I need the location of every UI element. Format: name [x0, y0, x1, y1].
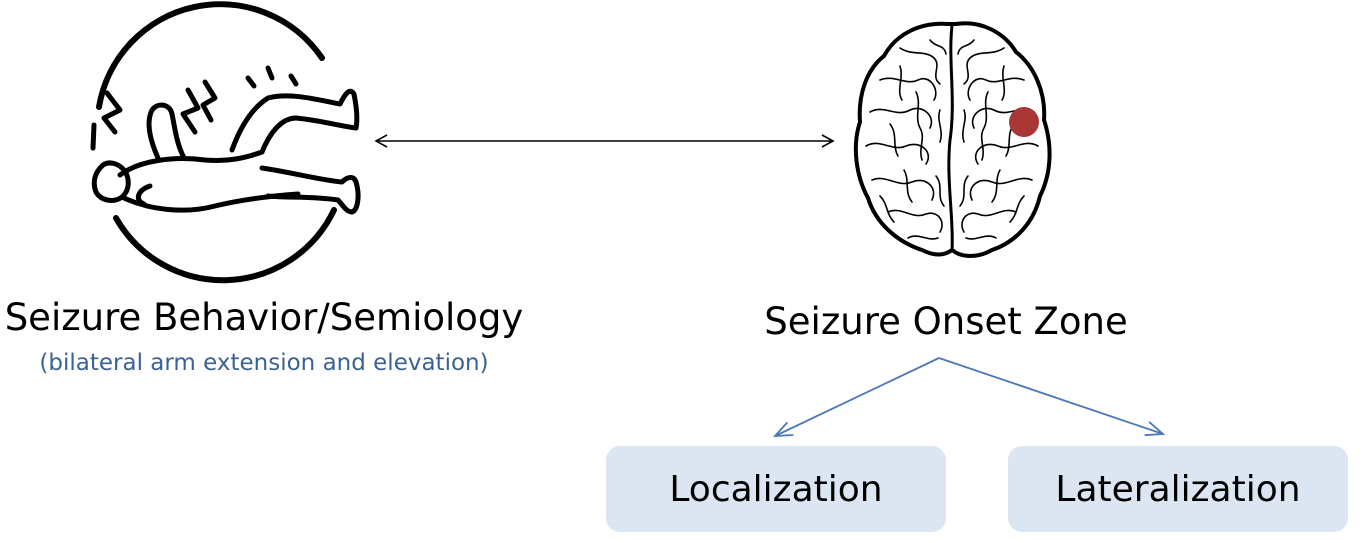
- localization-box: Localization: [606, 446, 946, 532]
- arrow-to-lateralization: [938, 357, 1163, 434]
- lateralization-label: Lateralization: [1055, 468, 1301, 510]
- lateralization-box: Lateralization: [1008, 446, 1348, 532]
- onset-zone-marker: [1009, 107, 1039, 137]
- semiology-subtitle: (bilateral arm extension and elevation): [39, 350, 489, 376]
- arrow-to-localization: [775, 357, 940, 436]
- localization-label: Localization: [669, 468, 883, 510]
- onset-zone-title: Seizure Onset Zone: [764, 300, 1128, 343]
- brain-icon: [853, 21, 1052, 258]
- seizing-person-icon: [90, 1, 361, 284]
- semiology-title: Seizure Behavior/Semiology: [4, 296, 524, 339]
